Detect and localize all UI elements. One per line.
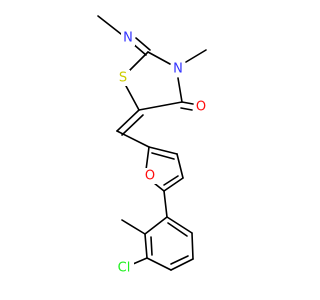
bond-exo-double-1 [116, 109, 140, 132]
bond-ph-c4-c5 [170, 258, 194, 271]
bond-ph-methyl [121, 219, 146, 235]
bond-ph-c2-c3-inner [150, 236, 153, 256]
bond-furan-c4-c5-inner [163, 175, 179, 186]
bonds [97, 15, 207, 271]
bond-carbonyl-1 [181, 101, 194, 105]
bond-c2-s [129, 51, 149, 71]
bond-ph-c5-c6 [191, 232, 194, 260]
bond-furan-c3-c4 [176, 153, 184, 179]
bond-furan-phenyl [163, 190, 168, 218]
atom-chlorine: Cl [118, 261, 131, 276]
atom-ring-sulfur: S [119, 71, 127, 86]
molecule-structure-canvas: N N S O O Cl [97, 15, 208, 276]
bond-ph-c4-c5-inner [170, 255, 189, 265]
atom-ring-nitrogen: N [173, 62, 183, 77]
atom-carbonyl-oxygen: O [196, 100, 206, 115]
bond-furan-c2-c3 [148, 146, 178, 155]
bond-furan-c2-c3-inner [151, 152, 175, 160]
bond-n3-methyl [185, 49, 207, 63]
bond-methyl-imine-n [97, 15, 122, 35]
atom-imine-nitrogen: N [123, 31, 133, 46]
bond-furan-c5-o [153, 182, 165, 192]
bond-ph-c6-c1-inner [167, 222, 188, 237]
bond-c5-c4 [138, 101, 183, 111]
bond-ph-c1-c2 [144, 216, 168, 235]
bond-s-c5 [125, 85, 140, 111]
bond-ph-cl [132, 257, 148, 265]
bond-ch-furan [116, 130, 150, 148]
bond-imine-double-1 [135, 37, 151, 51]
bond-c2-n3 [147, 51, 171, 65]
bond-exo-double-2 [121, 114, 144, 136]
bond-carbonyl-2 [180, 107, 193, 111]
bond-ph-c6-c1 [166, 216, 193, 234]
atom-labels: N N S O O Cl [114, 30, 208, 276]
bond-ph-c2-c3 [144, 233, 148, 259]
bond-furan-c4-c5 [163, 177, 184, 192]
bond-ph-c3-c4 [146, 257, 172, 271]
molecule-diagram: N N S O O Cl [97, 15, 208, 276]
bond-furan-o-c2 [145, 146, 150, 171]
bond-n3-c4 [177, 77, 183, 103]
atom-furan-oxygen: O [145, 169, 155, 184]
